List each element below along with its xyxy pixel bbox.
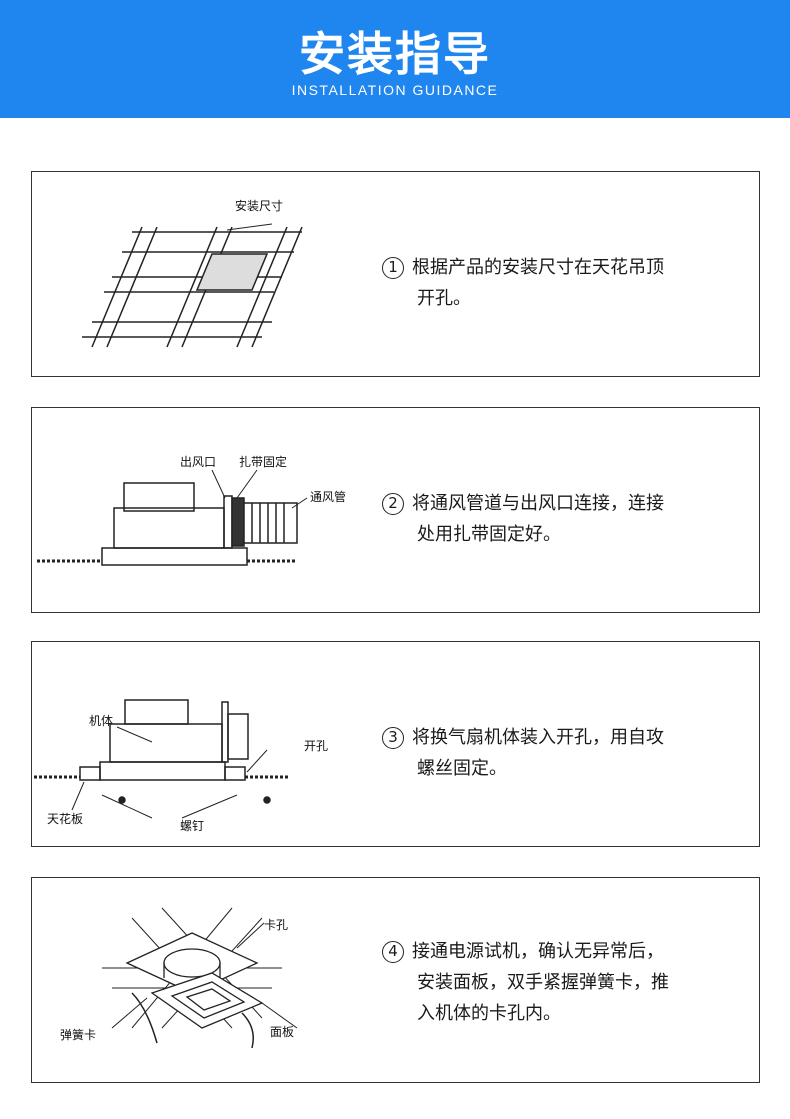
page-subtitle: INSTALLATION GUIDANCE <box>291 82 499 98</box>
panel-label: 面板 <box>270 1025 295 1039</box>
ceiling-grid-illustration: 安装尺寸 <box>32 172 372 376</box>
step-number: 1 <box>382 256 404 279</box>
duct-connection-illustration: 出风口 扎带固定 通风管 <box>32 408 372 612</box>
step-text-line: 螺丝固定。 <box>417 758 507 779</box>
duct-label: 通风管 <box>310 490 347 504</box>
size-label: 安装尺寸 <box>235 199 284 213</box>
step-4-panel: 卡孔 弹簧卡 面板 4 接通电源试机，确认无异常后， 安装面板，双手紧握弹簧卡，推… <box>31 877 760 1083</box>
step-text-line: 开孔。 <box>417 288 471 309</box>
panel-install-illustration: 卡孔 弹簧卡 面板 <box>32 878 372 1082</box>
step-3-panel: 机体 开孔 天花板 螺钉 3 将换气扇机体装入开孔，用自攻 螺丝固定。 <box>31 641 760 847</box>
step-text-line: 入机体的卡孔内。 <box>417 1003 561 1024</box>
step-number: 2 <box>382 492 404 515</box>
step-4-text: 4 接通电源试机，确认无异常后， 安装面板，双手紧握弹簧卡，推 入机体的卡孔内。 <box>382 936 752 1029</box>
step-2-text: 2 将通风管道与出风口连接，连接 处用扎带固定好。 <box>382 488 752 550</box>
step-number: 3 <box>382 726 404 749</box>
header-banner: 安装指导 INSTALLATION GUIDANCE <box>0 0 790 118</box>
page-title: 安装指导 <box>299 27 491 81</box>
step-text-line: 将换气扇机体装入开孔，用自攻 <box>412 727 664 748</box>
hole-label: 开孔 <box>304 739 329 753</box>
step-text-line: 处用扎带固定好。 <box>417 524 561 545</box>
step-text-line: 接通电源试机，确认无异常后， <box>412 941 664 962</box>
spring-label: 弹簧卡 <box>60 1028 97 1042</box>
step-text-line: 根据产品的安装尺寸在天花吊顶 <box>412 257 664 278</box>
step-text-line: 安装面板，双手紧握弹簧卡，推 <box>417 972 669 993</box>
tie-label: 扎带固定 <box>239 455 288 469</box>
step-text-line: 将通风管道与出风口连接，连接 <box>412 493 664 514</box>
screw-label: 螺钉 <box>180 819 205 833</box>
body-mounting-illustration: 机体 开孔 天花板 螺钉 <box>32 642 372 846</box>
body-label: 机体 <box>89 714 114 728</box>
step-3-text: 3 将换气扇机体装入开孔，用自攻 螺丝固定。 <box>382 722 752 784</box>
outlet-label: 出风口 <box>180 455 217 469</box>
step-2-panel: 出风口 扎带固定 通风管 2 将通风管道与出风口连接，连接 处用扎带固定好。 <box>31 407 760 613</box>
step-number: 4 <box>382 940 404 963</box>
ceiling-label: 天花板 <box>47 812 84 826</box>
step-1-text: 1 根据产品的安装尺寸在天花吊顶 开孔。 <box>382 252 752 314</box>
step-1-panel: 安装尺寸 1 根据产品的安装尺寸在天花吊顶 开孔。 <box>31 171 760 377</box>
slot-label: 卡孔 <box>264 918 289 932</box>
